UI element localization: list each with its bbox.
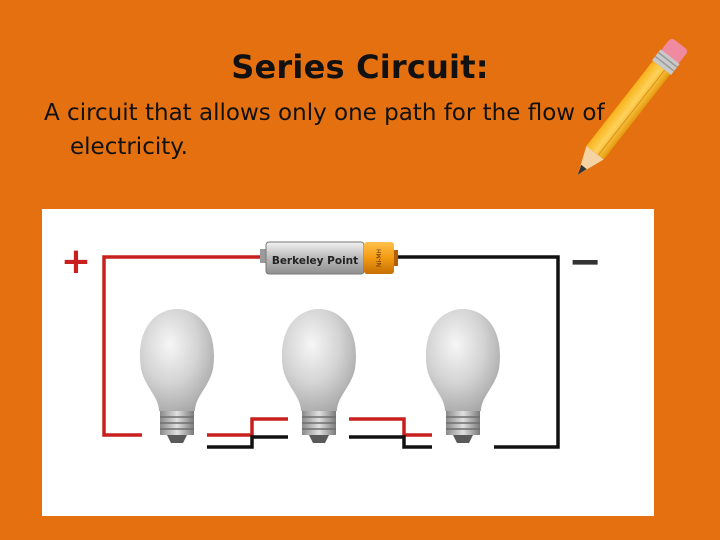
- circuit-diagram: + − Berkeley Point Ni-MH: [42, 209, 654, 516]
- positive-wire: [102, 255, 264, 437]
- definition-text: A circuit that allows only one path for …: [44, 100, 605, 160]
- red-wire-segment: [207, 417, 288, 437]
- black-wire-segment: [207, 435, 288, 449]
- battery-label: Berkeley Point: [272, 255, 358, 267]
- circuit-svg: + − Berkeley Point Ni-MH: [61, 239, 602, 449]
- battery: Berkeley Point Ni-MH: [260, 241, 398, 275]
- positive-terminal-label: +: [61, 241, 91, 282]
- negative-terminal-label: −: [568, 239, 602, 285]
- light-bulb: [425, 309, 501, 443]
- red-wire-segment: [349, 417, 432, 437]
- black-wire-segment: [349, 435, 432, 449]
- negative-wire: [397, 255, 560, 449]
- battery-side-label: Ni-MH: [376, 249, 383, 267]
- pencil-icon: [577, 38, 688, 175]
- slide-title: Series Circuit:: [231, 48, 489, 86]
- light-bulb: [281, 309, 357, 443]
- light-bulb: [139, 309, 215, 443]
